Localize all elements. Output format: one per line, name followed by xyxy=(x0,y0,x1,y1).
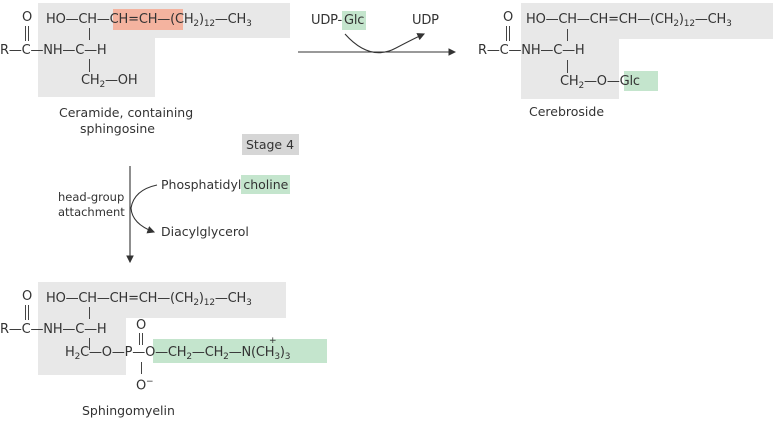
udp-glc-curved-arrow xyxy=(344,33,426,54)
diacylglycerol-product: Diacylglycerol xyxy=(161,224,249,239)
choline-highlight: choline xyxy=(241,175,291,194)
udp-product: UDP xyxy=(412,13,439,28)
head-group-label-line1: head-group xyxy=(58,190,125,204)
head-group-label-line2: attachment xyxy=(58,205,125,219)
cerebroside-bond-c1-c2 xyxy=(567,29,568,41)
ceramide-top-chain: HO—CH—CH=CH—(CH2)12—CH3 xyxy=(46,12,252,29)
stage-label: Stage 4 xyxy=(246,137,295,152)
sm-choline-highlight xyxy=(153,339,327,363)
sphingomyelin-label: Sphingomyelin xyxy=(82,403,175,418)
sm-bottom-row: H2C—O—P—O—CH2—CH2—N(CH3)3 xyxy=(65,345,291,362)
sm-ammonium-charge: + xyxy=(269,336,277,346)
sm-backbone-highlight-lower xyxy=(38,318,126,375)
cerebroside-glc-highlight xyxy=(624,71,658,91)
carbonyl-double-bond xyxy=(25,26,29,41)
sm-bond-c2-c3 xyxy=(89,338,90,350)
udp-glc-reactant: UDP-Glc xyxy=(311,11,367,30)
sm-bond-c1-c2 xyxy=(89,307,90,319)
cerebroside-top-chain: HO—CH—CH=CH—(CH2)12—CH3 xyxy=(526,12,732,29)
sm-carbonyl-oxygen: O xyxy=(22,289,33,304)
sm-carbonyl-bond xyxy=(25,305,29,320)
double-bond-highlight xyxy=(113,9,183,30)
stage-badge xyxy=(242,134,299,155)
glc-highlight: Glc xyxy=(341,11,367,30)
cerebroside-label: Cerebroside xyxy=(529,104,605,119)
bond-c1-c2 xyxy=(89,28,90,40)
cerebroside-bottom: CH2—O—Glc xyxy=(560,74,640,91)
ceramide-label-line2: sphingosine xyxy=(80,121,155,136)
sm-phosphate-oxygen: O xyxy=(136,318,147,333)
ceramide-label-line1: Ceramide, containing xyxy=(59,105,194,120)
cerebroside-backbone-highlight xyxy=(521,3,773,39)
sm-phosphate-ominus: O− xyxy=(136,377,154,394)
double-bond-text: CH=CH xyxy=(109,12,158,27)
cerebroside-amide-row: R—C—NH—C—H xyxy=(478,43,585,58)
bond-c2-c3 xyxy=(89,59,90,72)
cerebroside-bond-c2-c3 xyxy=(567,60,568,73)
cerebroside-carbonyl-oxygen: O xyxy=(503,10,514,25)
cerebroside-backbone-highlight-lower xyxy=(521,39,619,99)
sm-phosphate-double-bond xyxy=(139,333,143,345)
phosphatidylcholine-curved-arrow xyxy=(130,184,158,234)
sm-backbone-highlight xyxy=(38,282,286,318)
ceramide-bottom: CH2—OH xyxy=(81,73,138,90)
carbonyl-oxygen: O xyxy=(22,10,33,25)
sm-amide-row: R—C—NH—C—H xyxy=(0,322,107,337)
sphingosine-backbone-highlight-lower xyxy=(38,38,155,97)
ceramide-amide-row: R—C—NH—C—H xyxy=(0,43,107,58)
cerebroside-carbonyl-bond xyxy=(506,26,510,41)
sm-top-chain: HO—CH—CH=CH—(CH2)12—CH3 xyxy=(46,291,252,308)
sm-phosphate-single-bond xyxy=(141,362,142,374)
